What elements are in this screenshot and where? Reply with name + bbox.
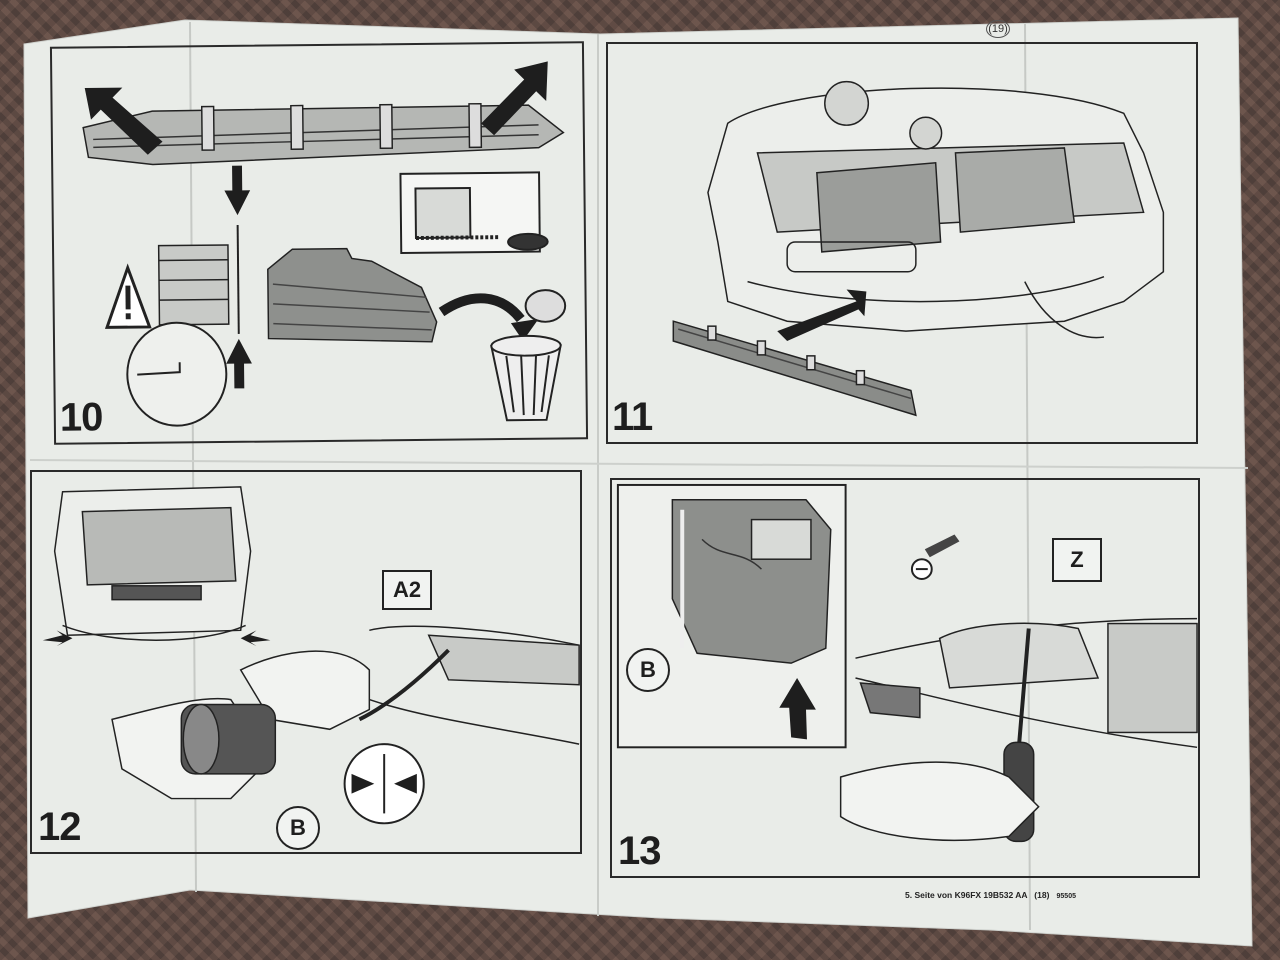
footer-text: 5. Seite von K96FX 19B532 AA <box>905 890 1028 900</box>
car-front-engine-bay <box>707 80 1165 339</box>
small-arrow-left <box>42 630 73 647</box>
step-number-11: 11 <box>612 395 653 439</box>
trash-can-icon <box>490 289 567 422</box>
bumper-detail <box>358 625 580 745</box>
panel-13-drawing <box>616 483 1198 843</box>
discard-arrow <box>438 293 525 323</box>
warning-icon <box>104 263 152 329</box>
small-arrow-right <box>240 630 271 647</box>
bumper-grille-detail <box>855 617 1198 749</box>
saw-icon <box>399 171 549 255</box>
connector-callout: A2 <box>382 570 432 610</box>
push-up-arrow <box>779 678 816 740</box>
pointer-arrow-right <box>481 61 548 136</box>
panel-12-drawing <box>42 486 580 825</box>
footer-reference: 5. Seite von K96FX 19B532 AA (18) 95505 <box>905 890 1076 900</box>
car-front-view <box>53 486 252 641</box>
fog-lamp-closeup <box>671 499 832 664</box>
lamp-callout: B <box>276 806 320 850</box>
page-note: (19) <box>986 20 1010 38</box>
detail-circle <box>126 321 228 427</box>
step-number-13: 13 <box>618 829 661 873</box>
hands-with-lamp <box>111 650 371 800</box>
footer-page: (18) <box>1034 890 1050 900</box>
insert-arrow <box>777 289 867 342</box>
panel-10-drawing <box>82 61 567 427</box>
cut-grille-piece <box>267 247 438 343</box>
screw-callout: Z <box>1052 538 1102 582</box>
up-arrow <box>226 338 252 389</box>
pointer-arrow-left <box>84 87 163 155</box>
panel-11-drawing <box>672 80 1165 417</box>
grille-bar-new <box>672 320 917 417</box>
down-arrow <box>224 165 251 216</box>
no-gap-icon <box>343 743 425 825</box>
step-number-10: 10 <box>59 395 103 440</box>
panel-step-10: 10 <box>49 41 589 445</box>
grille-section <box>157 225 240 334</box>
lamp-callout-13: B <box>626 648 670 692</box>
grille-bar <box>82 102 565 166</box>
panel-step-11: 11 <box>606 42 1198 444</box>
step-number-12: 12 <box>38 805 81 849</box>
footer-code: 95505 <box>1056 893 1076 900</box>
screw-icon <box>910 534 960 580</box>
screwdriver-hand <box>839 628 1040 843</box>
panel-step-12: A2 B 12 <box>30 470 582 854</box>
panel-step-13: B Z 13 <box>610 478 1200 878</box>
